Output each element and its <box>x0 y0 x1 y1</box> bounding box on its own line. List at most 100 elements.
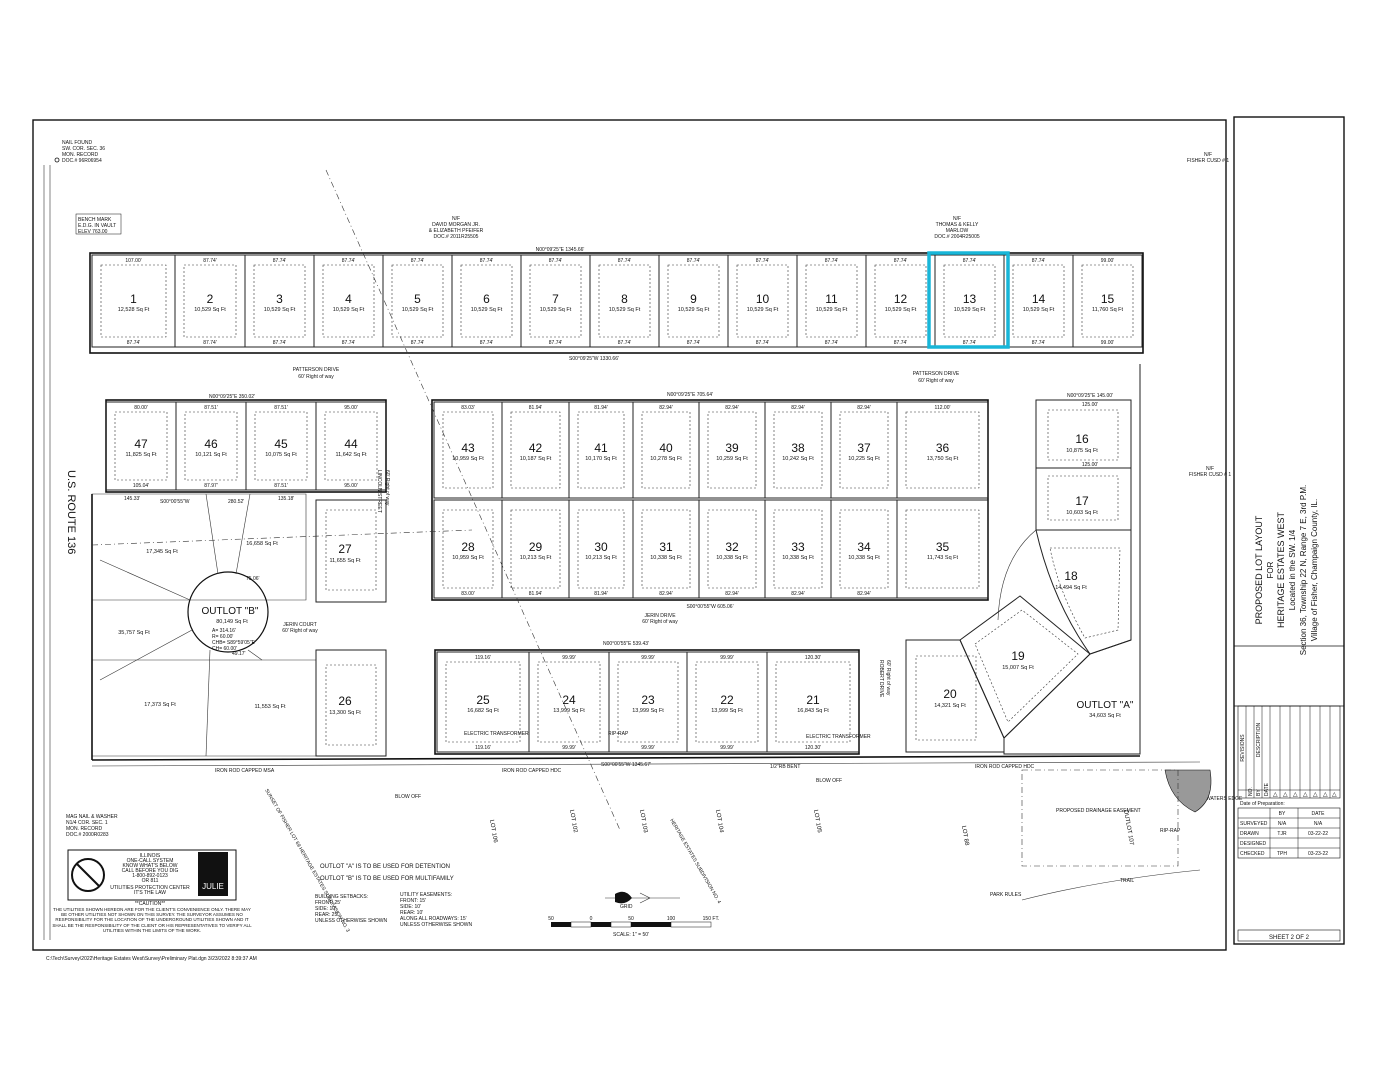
file-path: C:\Tech\Survey\2022\Heritage Estates Wes… <box>46 956 257 962</box>
lot-number: 4 <box>345 292 352 306</box>
row2-mid-bearing-top: N00°09'25"E 705.64' <box>667 392 713 398</box>
mag-nail-note: DOC.# 2000R0283 <box>66 832 109 838</box>
lot-36-setback <box>905 411 980 489</box>
lot-rear-dim: 87.74' <box>203 340 217 346</box>
lot-13-highlight[interactable] <box>927 251 1010 349</box>
lot-28-setback <box>442 509 494 589</box>
lot-area: 10,278 Sq Ft <box>650 456 682 462</box>
robert-drive-label: ROBERT DRIVE <box>878 660 884 698</box>
lot-area: 10,338 Sq Ft <box>716 555 748 561</box>
lincoln-street-label: LINCOLN STREET <box>376 470 382 513</box>
title-line-4: Located in the SW. 1/4 <box>1288 529 1297 610</box>
title-block-border <box>1233 116 1345 945</box>
caution-text: THE UTILITIES SHOWN HEREON ARE FOR THE C… <box>52 907 252 933</box>
lot-5-setback <box>391 264 444 338</box>
prep-row-date: 03-22-22 <box>1308 831 1328 837</box>
patterson-east-label: PATTERSON DRIVE <box>913 371 960 377</box>
lot-front-dim: 99.00' <box>1101 258 1115 264</box>
lot-rear-dim: 105.04' <box>133 483 149 489</box>
easement-note: FRONT: 15' <box>400 898 426 904</box>
lot-33-setback <box>773 509 823 589</box>
setback-note: SIDE: 10' <box>315 906 336 912</box>
lot-rear-dim: 87.74' <box>1032 340 1046 346</box>
lot-area: 16,682 Sq Ft <box>467 708 499 714</box>
julie-logo: JULIE <box>202 882 224 891</box>
lot-rear-dim: 87.74' <box>480 340 494 346</box>
lot-rear-dim: 87.74' <box>894 340 908 346</box>
south-line-bearing: S00°09'25"W 1330.66' <box>569 356 619 362</box>
title-line-2: FOR <box>1266 561 1275 578</box>
lot-number: 25 <box>476 693 490 707</box>
prep-row-by: TJR <box>1277 831 1287 837</box>
mag-nail-note: N1/4 COR. SEC. 1 <box>66 820 108 826</box>
lot-number: 23 <box>641 693 655 707</box>
iron-rod-hdc: IRON ROD CAPPED HDC <box>975 764 1035 770</box>
scale-tick: 0 <box>590 916 593 922</box>
lot-number: 6 <box>483 292 490 306</box>
lot-front-dim: 81.94' <box>594 405 608 411</box>
lot-front-dim: 82.94' <box>725 405 739 411</box>
lot-number: 32 <box>725 540 739 554</box>
lot-23-setback <box>617 661 679 743</box>
lot-45-setback <box>254 411 308 481</box>
lot-number: 7 <box>552 292 559 306</box>
outlot-b-curve: CH= 60.00' <box>212 646 237 652</box>
outlot-b: 17,345 Sq Ft 16,658 Sq Ft 35,757 Sq Ft 1… <box>91 493 317 760</box>
revisions-label: REVISIONS <box>1240 734 1246 762</box>
lot-area: 13,999 Sq Ft <box>553 708 585 714</box>
lot-2-setback <box>183 264 237 338</box>
lot-46-setback <box>184 411 238 481</box>
lot-area: 10,603 Sq Ft <box>1066 510 1098 516</box>
lot-9-setback <box>667 264 720 338</box>
julie-line: IT'S THE LAW <box>134 890 166 896</box>
lot-front-dim: 87.51' <box>274 405 288 411</box>
lot-number: 27 <box>338 542 352 556</box>
lot-front-dim: 87.74' <box>756 258 770 264</box>
lot-number: 2 <box>207 292 214 306</box>
lot-rear-dim: 87.74' <box>127 340 141 346</box>
lot-number: 3 <box>276 292 283 306</box>
scale-tick: 100 <box>667 916 676 922</box>
lot-front-dim: 83.03' <box>461 405 475 411</box>
lot-front-dim: 112.00' <box>935 405 951 411</box>
lot-21-boundary[interactable] <box>766 651 860 753</box>
lot-31-setback <box>641 509 691 589</box>
lot-number: 18 <box>1064 569 1078 583</box>
owner-morgan: DOC.# 2011R25505 <box>434 234 479 240</box>
lot-front-dim: 87.74' <box>618 258 632 264</box>
lot-number: 38 <box>791 441 805 455</box>
outlot-b-parcel: 16,658 Sq Ft <box>246 541 278 547</box>
lot-40-setback <box>641 411 691 489</box>
lot-number: 34 <box>857 540 871 554</box>
setback-note: UNLESS OTHERWISE SHOWN <box>315 918 388 924</box>
prep-row-date: 03-23-22 <box>1308 851 1328 857</box>
owner-marlow: N/F <box>953 216 961 222</box>
owner-fisher-right: N/F <box>1206 466 1214 472</box>
julie-notice: JULIE <box>67 849 237 901</box>
lot-3-setback <box>253 264 306 338</box>
lot-35-boundary[interactable] <box>896 499 989 599</box>
lot-number: 19 <box>1011 649 1025 663</box>
prep-row-label: SURVEYED <box>1240 821 1268 827</box>
lot-36-boundary[interactable] <box>896 401 989 499</box>
lot-15-boundary[interactable] <box>1072 254 1143 348</box>
prep-row-date: N/A <box>1314 821 1323 827</box>
lot-rear-dim: 99.99' <box>720 745 734 751</box>
lot-number: 8 <box>621 292 628 306</box>
outlot-a-area: 34,603 Sq Ft <box>1089 713 1121 719</box>
lot-number: 21 <box>806 693 820 707</box>
lot-rear-dim: 87.74' <box>618 340 632 346</box>
lot-area: 10,529 Sq Ft <box>194 307 226 313</box>
bottom-bearing-top: N00°00'55"E 539.43' <box>603 641 649 647</box>
lot-number: 44 <box>344 437 358 451</box>
lot-number: 33 <box>791 540 805 554</box>
lot-32-setback <box>707 509 757 589</box>
caution-title: **CAUTION** <box>135 901 165 907</box>
lot-front-dim: 87.74' <box>825 258 839 264</box>
lot-rear-dim: 82.94' <box>659 591 673 597</box>
lot-area: 10,338 Sq Ft <box>782 555 814 561</box>
lot-44-boundary[interactable] <box>315 401 387 491</box>
lot-area: 10,529 Sq Ft <box>540 307 572 313</box>
jerin-court-label: JERIN COURT <box>283 622 317 628</box>
